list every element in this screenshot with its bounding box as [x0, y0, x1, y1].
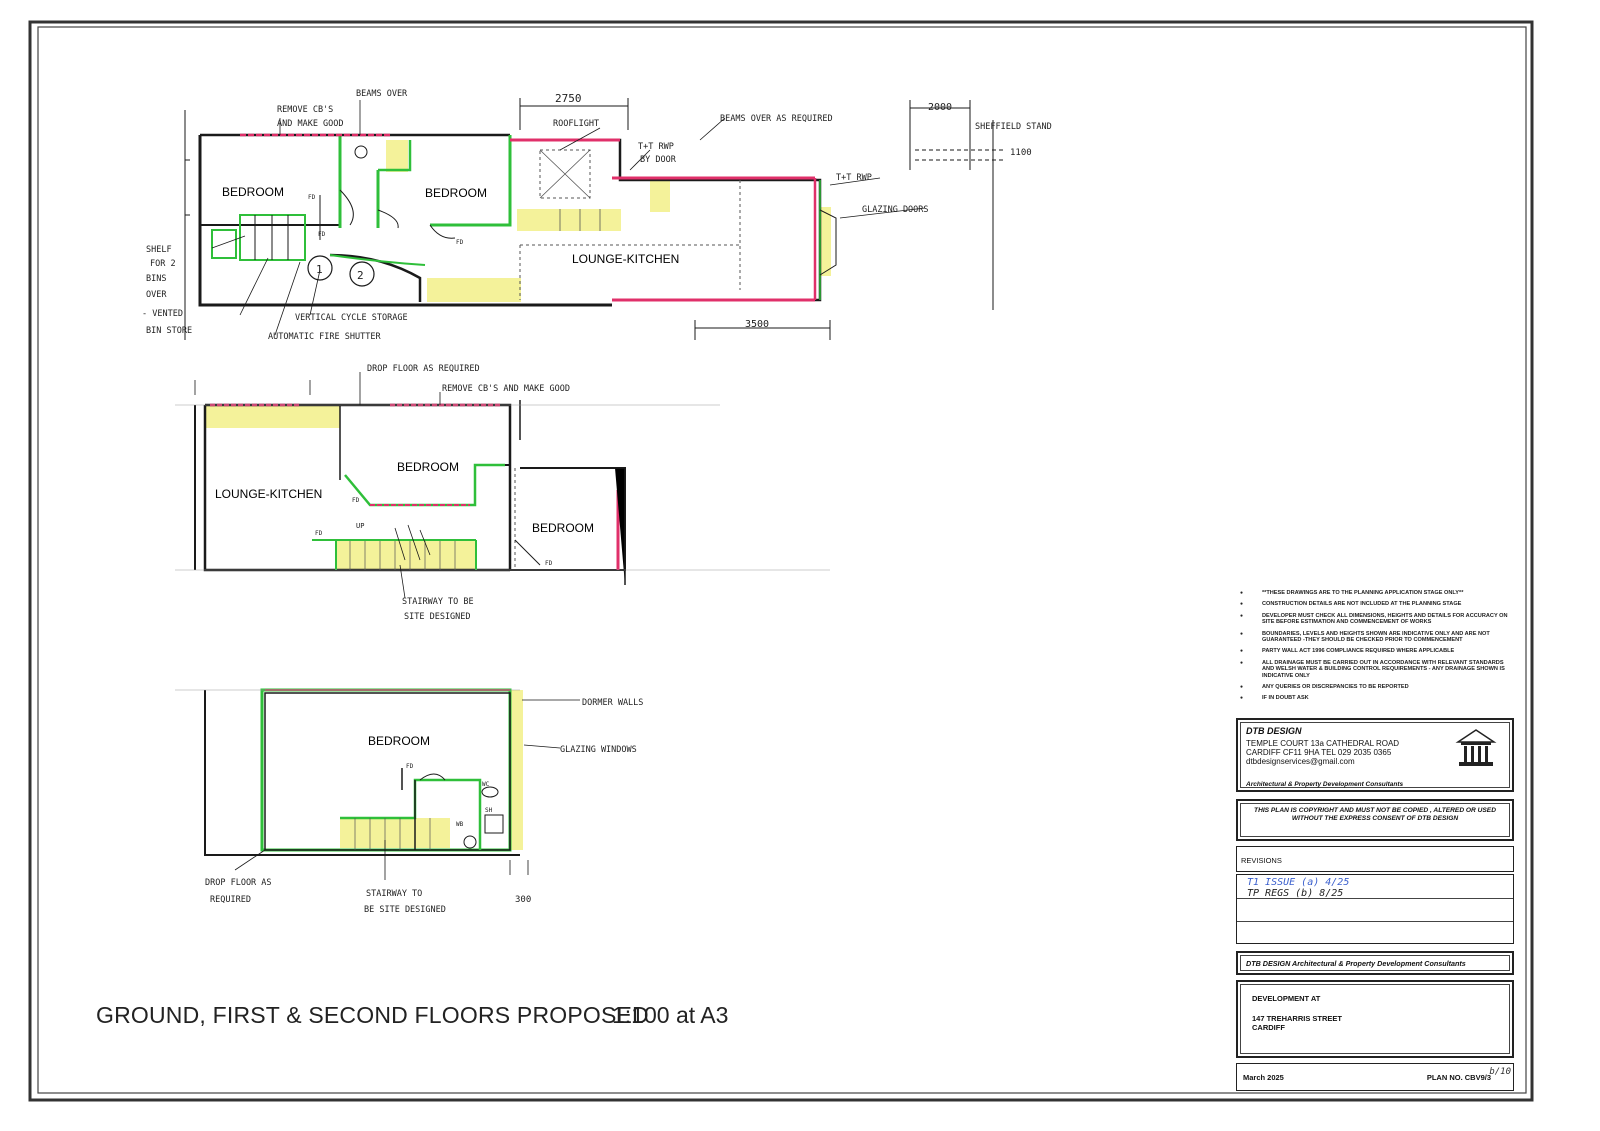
- development-address-line-1: 147 TREHARRIS STREET: [1252, 1014, 1343, 1023]
- gf-dim-1100: 1100: [1010, 148, 1032, 158]
- gf-cycle-2: 2: [357, 269, 364, 282]
- ff-room-bedroom-1: BEDROOM: [397, 460, 459, 474]
- note-item: **THESE DRAWINGS ARE TO THE PLANNING APP…: [1236, 590, 1516, 597]
- company-email: dtbdesignservices@gmail.com: [1246, 757, 1355, 766]
- note-item: CONSTRUCTION DETAILS ARE NOT INCLUDED AT…: [1236, 601, 1516, 608]
- sheet-border-inner: [37, 26, 1527, 1094]
- sf-label-wc: WC: [482, 781, 490, 788]
- company-address-1: TEMPLE COURT 13a CATHEDRAL ROAD: [1246, 739, 1400, 748]
- gf-fd-2: FD: [318, 231, 326, 238]
- sf-note-drop-floor-2: REQUIRED: [210, 895, 251, 905]
- revision-2: TP REGS (b) 8/25: [1247, 888, 1344, 899]
- development-address: 147 TREHARRIS STREET CARDIFF: [1252, 1014, 1342, 1032]
- note-item: ANY QUERIES OR DISCREPANCIES TO BE REPOR…: [1236, 684, 1516, 691]
- ff-room-bedroom-2: BEDROOM: [532, 521, 594, 535]
- gf-note-tt-rwp-2: T+T RWP: [836, 173, 872, 183]
- sf-fd: FD: [406, 763, 414, 770]
- gf-note-fire-shutter: AUTOMATIC FIRE SHUTTER: [268, 332, 381, 342]
- gf-note-shelf-4: OVER: [146, 290, 167, 300]
- ff-fd-3: FD: [545, 560, 553, 567]
- sf-room-bedroom: BEDROOM: [368, 734, 430, 748]
- sheet-border-outer: [28, 20, 1534, 1102]
- ff-note-remove-cbs: REMOVE CB'S AND MAKE GOOD: [442, 384, 570, 394]
- drawing-notes: **THESE DRAWINGS ARE TO THE PLANNING APP…: [1236, 590, 1516, 707]
- title-block-plan-info: March 2025 PLAN NO. CBV9/3 b/10: [1236, 1063, 1514, 1091]
- gf-note-make-good: AND MAKE GOOD: [277, 119, 344, 129]
- gf-note-remove-cbs: REMOVE CB'S: [277, 105, 333, 115]
- gf-note-beams-over: BEAMS OVER: [356, 89, 408, 99]
- gf-dim-2750: 2750: [555, 92, 582, 105]
- gf-dim-3500: 3500: [745, 319, 769, 330]
- note-item: DEVELOPER MUST CHECK ALL DIMENSIONS, HEI…: [1236, 613, 1516, 626]
- gf-note-tt-rwp-1: T+T RWP: [638, 142, 674, 152]
- plan-date: March 2025: [1243, 1073, 1284, 1082]
- ff-fd-1: FD: [352, 497, 360, 504]
- gf-note-vertical-cycle: VERTICAL CYCLE STORAGE: [295, 313, 408, 323]
- revision-1: T1 ISSUE (a) 4/25: [1247, 877, 1350, 888]
- title-block-revisions-header: REVISIONS: [1236, 846, 1514, 872]
- gf-fd-3: FD: [456, 239, 464, 246]
- note-item: IF IN DOUBT ASK: [1236, 695, 1516, 702]
- company-name: DTB DESIGN: [1246, 726, 1302, 736]
- gf-room-bedroom-1: BEDROOM: [222, 185, 284, 199]
- drawing-scale: 1:100 at A3: [612, 1002, 729, 1028]
- sf-note-stairway-1: STAIRWAY TO: [366, 889, 422, 899]
- copyright-notice: THIS PLAN IS COPYRIGHT AND MUST NOT BE C…: [1254, 807, 1496, 822]
- gf-note-shelf-2: FOR 2: [150, 259, 176, 269]
- sf-note-drop-floor-1: DROP FLOOR AS: [205, 878, 272, 888]
- gf-cycle-1: 1: [316, 263, 323, 276]
- banner-text: DTB DESIGN Architectural & Property Deve…: [1246, 959, 1466, 968]
- second-floor-plan: [175, 688, 580, 880]
- title-block-development: DEVELOPMENT AT 147 TREHARRIS STREET CARD…: [1236, 980, 1514, 1058]
- sf-note-glazing-windows: GLAZING WINDOWS: [560, 745, 637, 755]
- gf-note-glazing-doors: GLAZING DOORS: [862, 205, 929, 215]
- title-block-revisions-table: T1 ISSUE (a) 4/25 TP REGS (b) 8/25: [1236, 874, 1514, 944]
- sf-note-stairway-2: BE SITE DESIGNED: [364, 905, 446, 915]
- gf-note-beams-over-required: BEAMS OVER AS REQUIRED: [720, 114, 833, 124]
- ff-room-lounge-kitchen: LOUNGE-KITCHEN: [215, 487, 322, 501]
- title-block-copyright: THIS PLAN IS COPYRIGHT AND MUST NOT BE C…: [1236, 799, 1514, 841]
- note-item: BOUNDARIES, LEVELS AND HEIGHTS SHOWN ARE…: [1236, 631, 1516, 644]
- first-floor-plan: [175, 372, 830, 599]
- gf-note-bin-store: BIN STORE: [146, 326, 192, 336]
- sf-label-sh: SH: [485, 807, 493, 814]
- sf-dim-300: 300: [515, 895, 531, 905]
- ff-note-drop-floor: DROP FLOOR AS REQUIRED: [367, 364, 480, 374]
- ground-floor-plan: [184, 98, 1005, 340]
- note-item: ALL DRAINAGE MUST BE CARRIED OUT IN ACCO…: [1236, 660, 1516, 679]
- plan-number: PLAN NO. CBV9/3: [1426, 1073, 1491, 1082]
- ff-note-stairway-1: STAIRWAY TO BE: [402, 597, 474, 607]
- ff-fd-2: FD: [315, 530, 323, 537]
- gf-note-shelf-1: SHELF: [146, 245, 172, 255]
- company-tagline: Architectural & Property Development Con…: [1246, 781, 1404, 788]
- ff-note-up: UP: [356, 522, 364, 530]
- gf-note-tt-rwp-1b: BY DOOR: [640, 155, 677, 165]
- revisions-label: REVISIONS: [1241, 856, 1282, 865]
- gf-dim-2000: 2000: [928, 102, 952, 113]
- gf-note-vented: - VENTED: [142, 309, 183, 319]
- gf-note-sheffield-stand: SHEFFIELD STAND: [975, 122, 1052, 132]
- note-item: PARTY WALL ACT 1996 COMPLIANCE REQUIRED …: [1236, 648, 1516, 655]
- gf-room-lounge-kitchen: LOUNGE-KITCHEN: [572, 252, 679, 266]
- sf-label-whb: WB: [456, 821, 464, 828]
- gf-note-shelf-3: BINS: [146, 274, 166, 284]
- company-address-2: CARDIFF CF11 9HA TEL 029 2035 0365: [1246, 748, 1392, 757]
- development-address-line-2: CARDIFF: [1252, 1023, 1285, 1032]
- gf-note-rooflight: ROOFLIGHT: [553, 119, 599, 129]
- plan-number-suffix: b/10: [1489, 1067, 1511, 1077]
- title-block-company: DTB DESIGN TEMPLE COURT 13a CATHEDRAL RO…: [1236, 718, 1514, 792]
- temple-logo-icon: [1455, 729, 1497, 766]
- gf-room-bedroom-2: BEDROOM: [425, 186, 487, 200]
- development-label: DEVELOPMENT AT: [1252, 994, 1321, 1003]
- ff-note-stairway-2: SITE DESIGNED: [404, 612, 471, 622]
- drawing-title: GROUND, FIRST & SECOND FLOORS PROPOSED: [96, 1002, 649, 1028]
- sf-note-dormer-walls: DORMER WALLS: [582, 698, 643, 708]
- title-block-banner: DTB DESIGN Architectural & Property Deve…: [1236, 951, 1514, 975]
- gf-fd-1: FD: [308, 194, 316, 201]
